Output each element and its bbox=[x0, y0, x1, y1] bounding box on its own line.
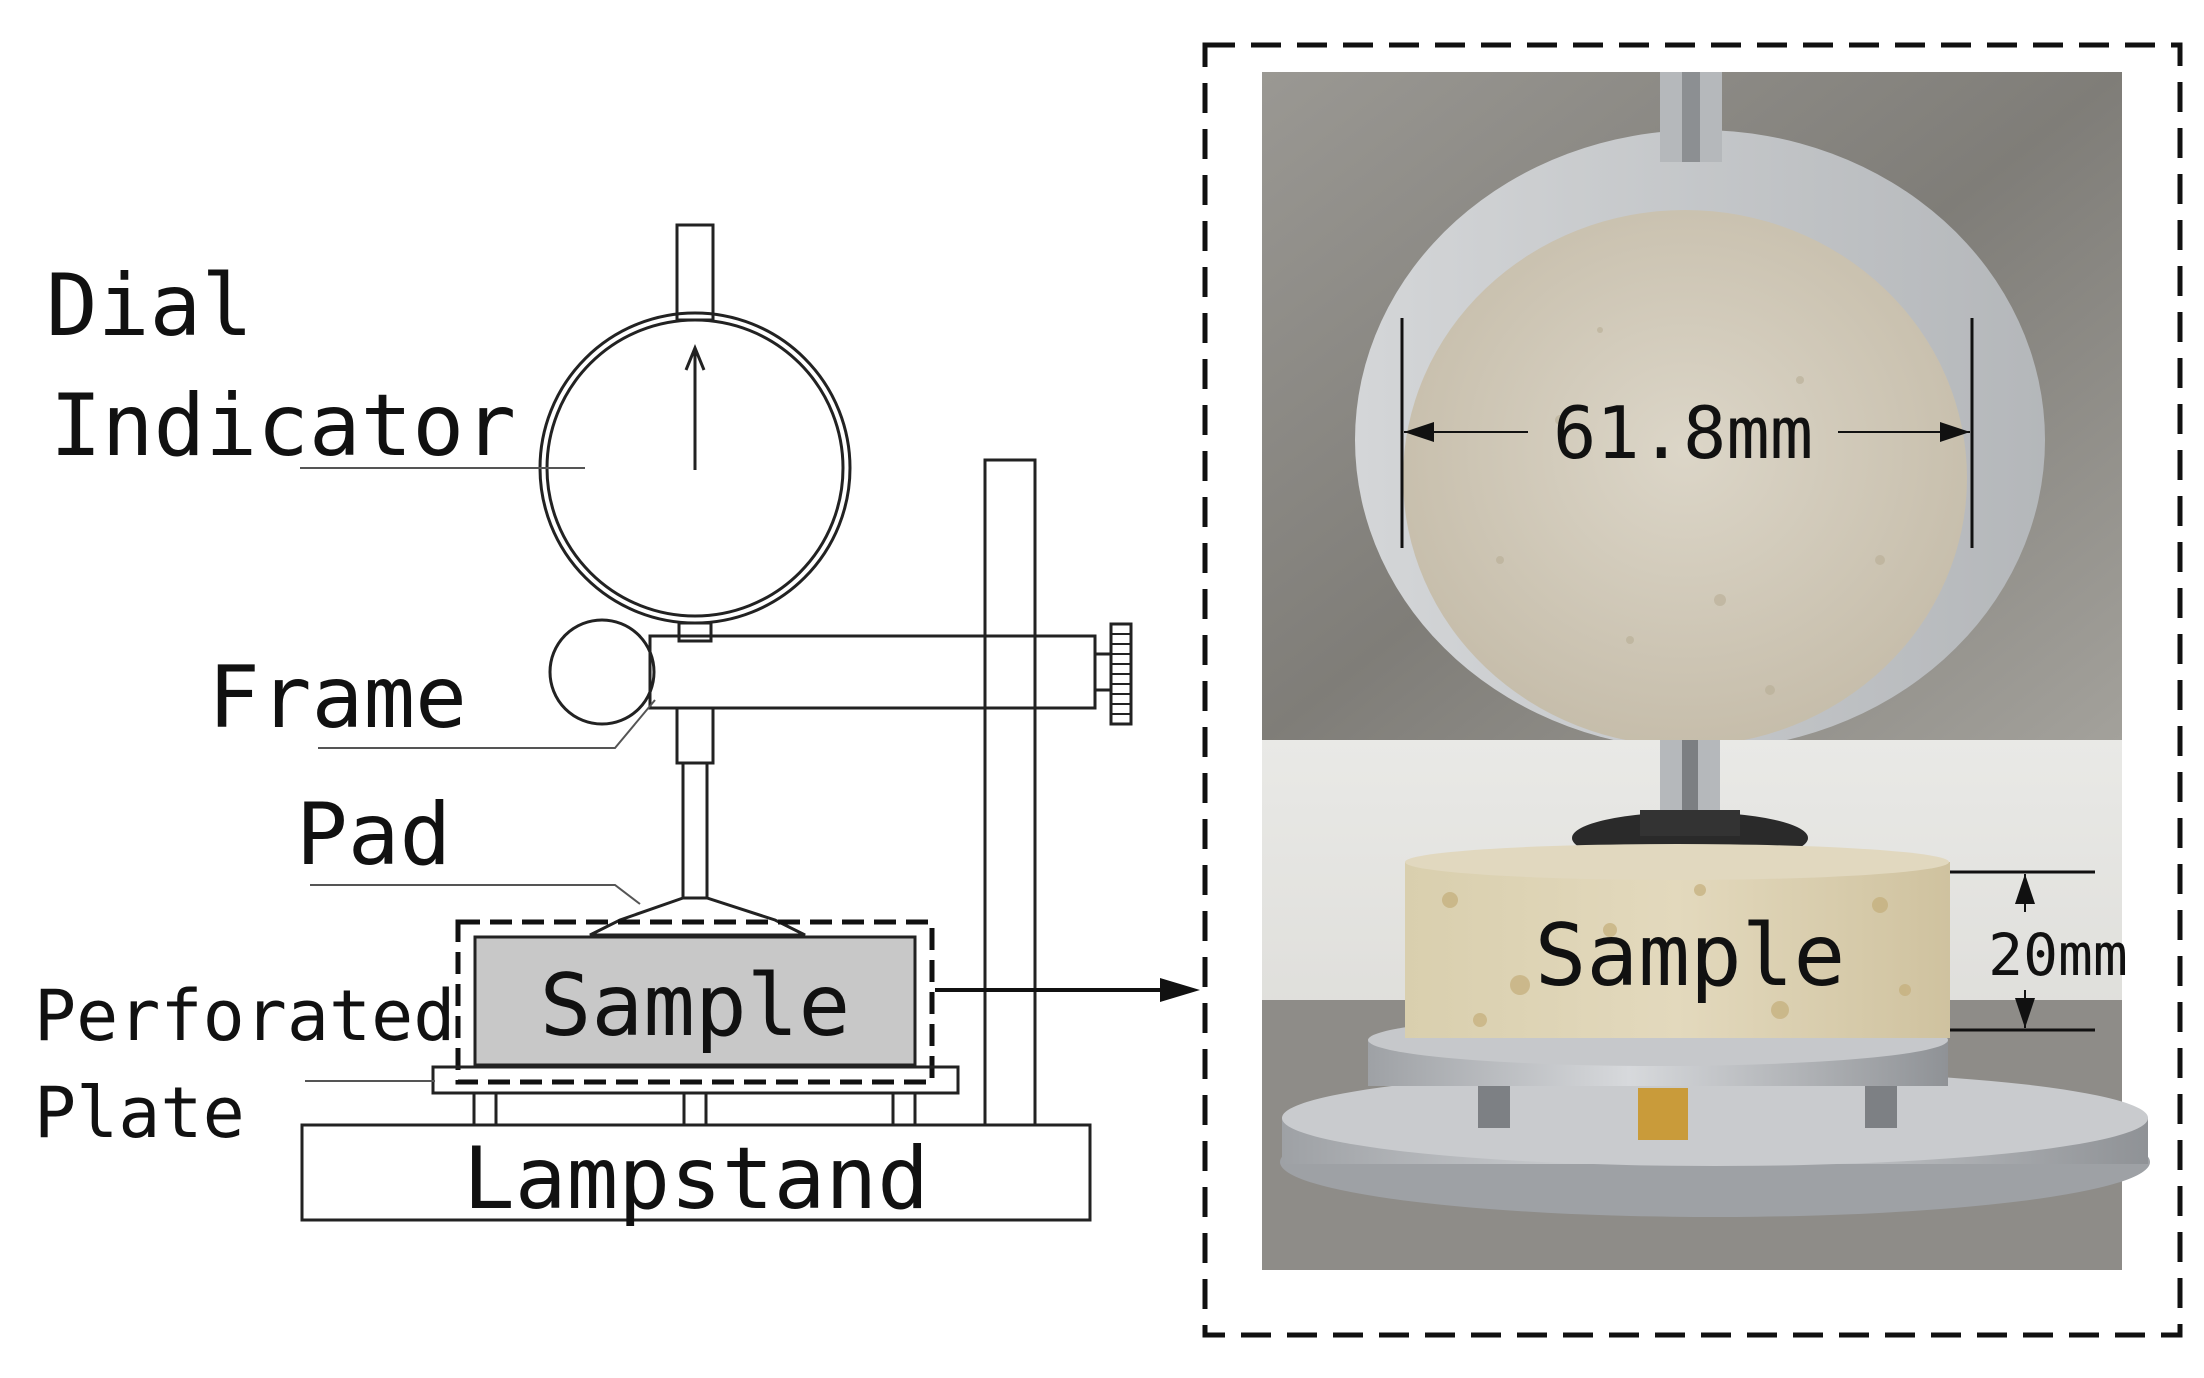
label-diameter: 61.8mm bbox=[1553, 391, 1813, 475]
leader-pad bbox=[310, 884, 641, 905]
pad bbox=[589, 896, 806, 937]
label-photo-sample: Sample bbox=[1535, 906, 1846, 1006]
label-frame: Frame bbox=[208, 648, 467, 748]
label-dial-line1: Dial bbox=[46, 256, 253, 356]
plate-leg-left bbox=[472, 1091, 498, 1127]
frame-arm bbox=[648, 634, 1097, 710]
sample-highlight-box bbox=[455, 919, 935, 1085]
label-sample: Sample bbox=[540, 956, 851, 1056]
lampstand-base bbox=[300, 1123, 1092, 1222]
photo-side-view: Sample 20mm bbox=[1262, 740, 2150, 1270]
spindle-block bbox=[675, 706, 715, 765]
photo-side-sample bbox=[1405, 862, 1950, 1038]
schematic: Dial Indicator Frame Pad Sample Perforat… bbox=[34, 223, 1200, 1229]
label-pad: Pad bbox=[296, 785, 451, 885]
frame-clamp bbox=[548, 618, 656, 726]
dial-stem-top bbox=[675, 223, 715, 322]
plate-leg-center bbox=[682, 1091, 708, 1127]
label-dial-line2: Indicator bbox=[50, 376, 516, 476]
label-lampstand: Lampstand bbox=[463, 1129, 929, 1229]
label-perforated: Perforated bbox=[34, 975, 455, 1057]
plate-leg-right bbox=[891, 1091, 917, 1127]
lampstand-post bbox=[983, 458, 1037, 1127]
label-height: 20mm bbox=[1988, 921, 2128, 989]
pointer-arrow-head bbox=[1160, 978, 1200, 1002]
photo-top-sample-face bbox=[1403, 210, 1967, 746]
dim-diameter-arrow-left bbox=[1404, 422, 1434, 442]
dial-needle-tip bbox=[684, 344, 706, 371]
spindle-rod bbox=[681, 761, 709, 900]
dim-height-arrow-bottom bbox=[2015, 998, 2035, 1028]
photo-top-view: 61.8mm bbox=[1262, 72, 2122, 750]
dial-stem-bottom bbox=[677, 621, 713, 643]
photo-side-brass-screw bbox=[1638, 1088, 1688, 1140]
photo-panel-border bbox=[1202, 42, 2183, 1338]
dim-height-arrow-top bbox=[2015, 874, 2035, 904]
frame-knob-neck bbox=[1093, 652, 1113, 692]
schematic-sample bbox=[473, 935, 917, 1067]
leader-frame bbox=[318, 699, 656, 749]
dim-diameter-arrow-right bbox=[1940, 422, 1970, 442]
label-plate: Plate bbox=[34, 1072, 245, 1154]
